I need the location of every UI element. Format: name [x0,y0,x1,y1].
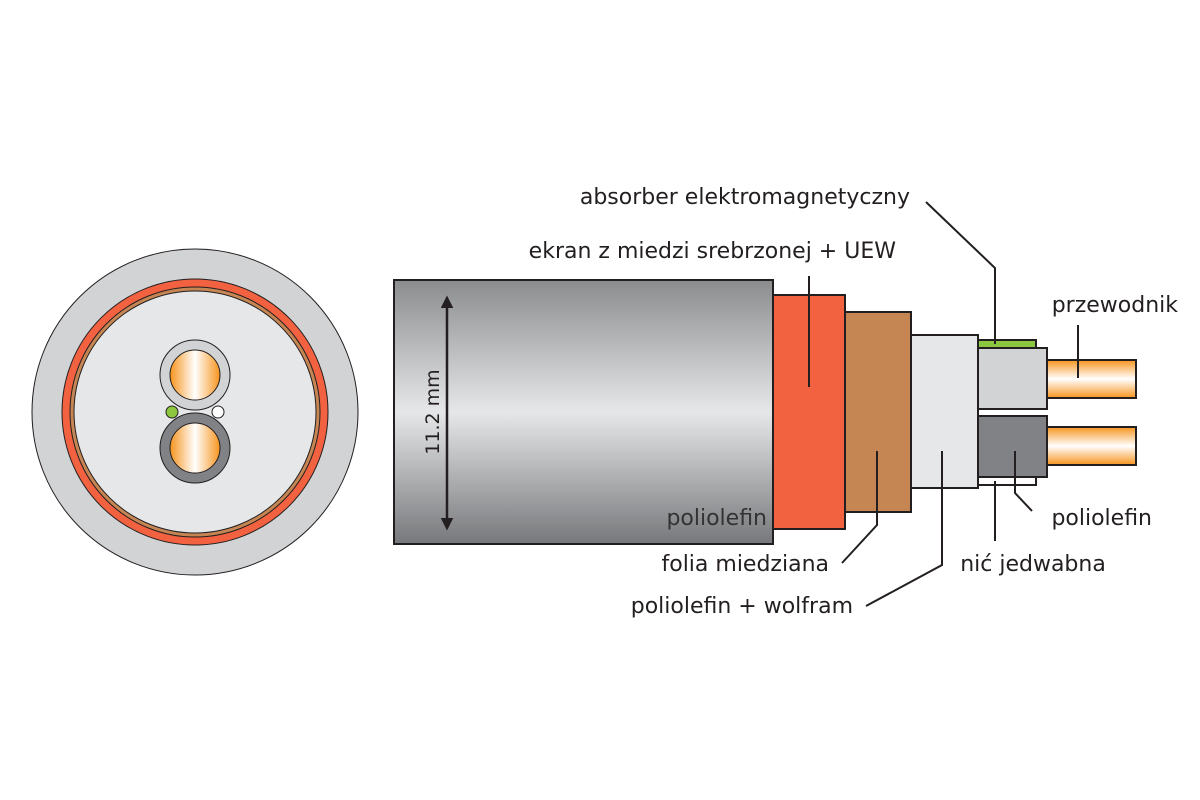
label-outer-jacket: poliolefin [666,506,767,531]
insulation-top [977,347,1048,410]
label-shield: ekran z miedzi srebrzonej + UEW [529,239,897,264]
side-view [393,279,1137,545]
dimension-label: 11.2 mm [422,369,444,454]
cs-silk-thread-dot [211,405,225,419]
cs-absorber-dot [165,405,179,419]
cs-conductor-top [169,349,221,401]
silk-thread-strip [977,476,1037,486]
leader-absorber [925,201,996,344]
insulation-bottom [977,415,1048,478]
conductor-top [1039,359,1137,399]
leader-filler [865,451,943,607]
cs-filler [73,290,317,534]
cs-conductor-bottom [169,422,221,474]
label-copper-foil: folia miedziana [661,552,829,577]
leader-lines [808,201,1079,607]
label-inner-insulation: poliolefin [1051,506,1152,531]
absorber-strip [977,339,1037,349]
leader-copper-foil [841,451,878,564]
label-conductor: przewodnik [1052,293,1179,318]
cross-section [31,248,359,576]
leader-inner-insulation [1014,451,1033,512]
conductor-bottom [1039,426,1137,466]
label-em-absorber: absorber elektromagnetyczny [580,185,910,210]
label-silk-thread: nić jedwabna [960,552,1106,577]
label-filler: poliolefin + wolfram [631,594,853,619]
outer-jacket [393,279,774,545]
filler-layer [910,334,979,489]
